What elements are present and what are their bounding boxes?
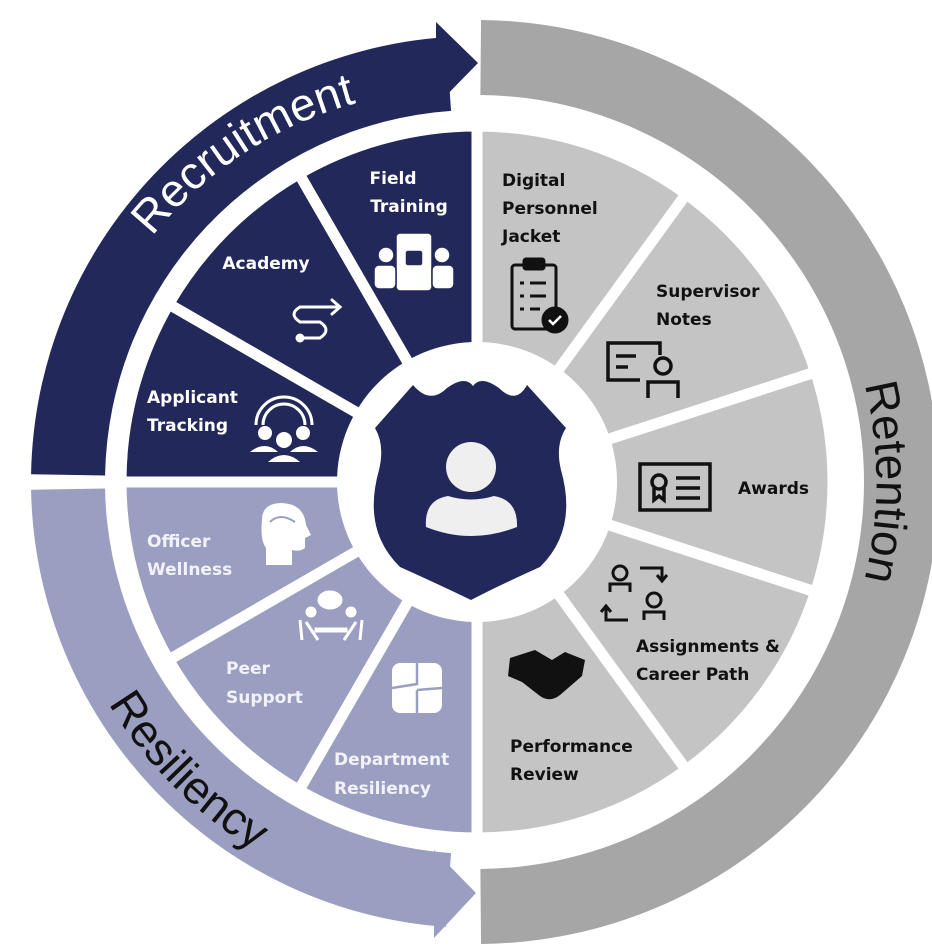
assignments-career-path-label: Assignments &Career Path (636, 637, 780, 685)
puzzle-icon (391, 663, 443, 713)
person-head-icon (446, 442, 496, 492)
person-body-icon (425, 496, 518, 536)
police-badge-icon (373, 380, 567, 600)
supervisor-presentation-icon (606, 341, 680, 398)
recruitment-arrowhead (436, 22, 478, 106)
award-certificate-icon (638, 462, 712, 512)
academy-label: Academy (222, 254, 309, 274)
path-route-icon (292, 298, 343, 343)
retention-ring (480, 20, 932, 944)
brain-head-icon (261, 503, 311, 565)
team-group-icon (250, 395, 318, 462)
recruitment-ring (31, 37, 452, 476)
awards-label: Awards (738, 479, 809, 499)
police-officers-icon (373, 232, 455, 292)
handshake-icon (508, 650, 585, 700)
assignment-swap-icon (599, 564, 669, 622)
resiliency-ring (31, 488, 452, 927)
peer-meeting-icon (298, 590, 364, 641)
clipboard-check-icon (510, 257, 569, 334)
resiliency-arrowhead (434, 850, 476, 938)
